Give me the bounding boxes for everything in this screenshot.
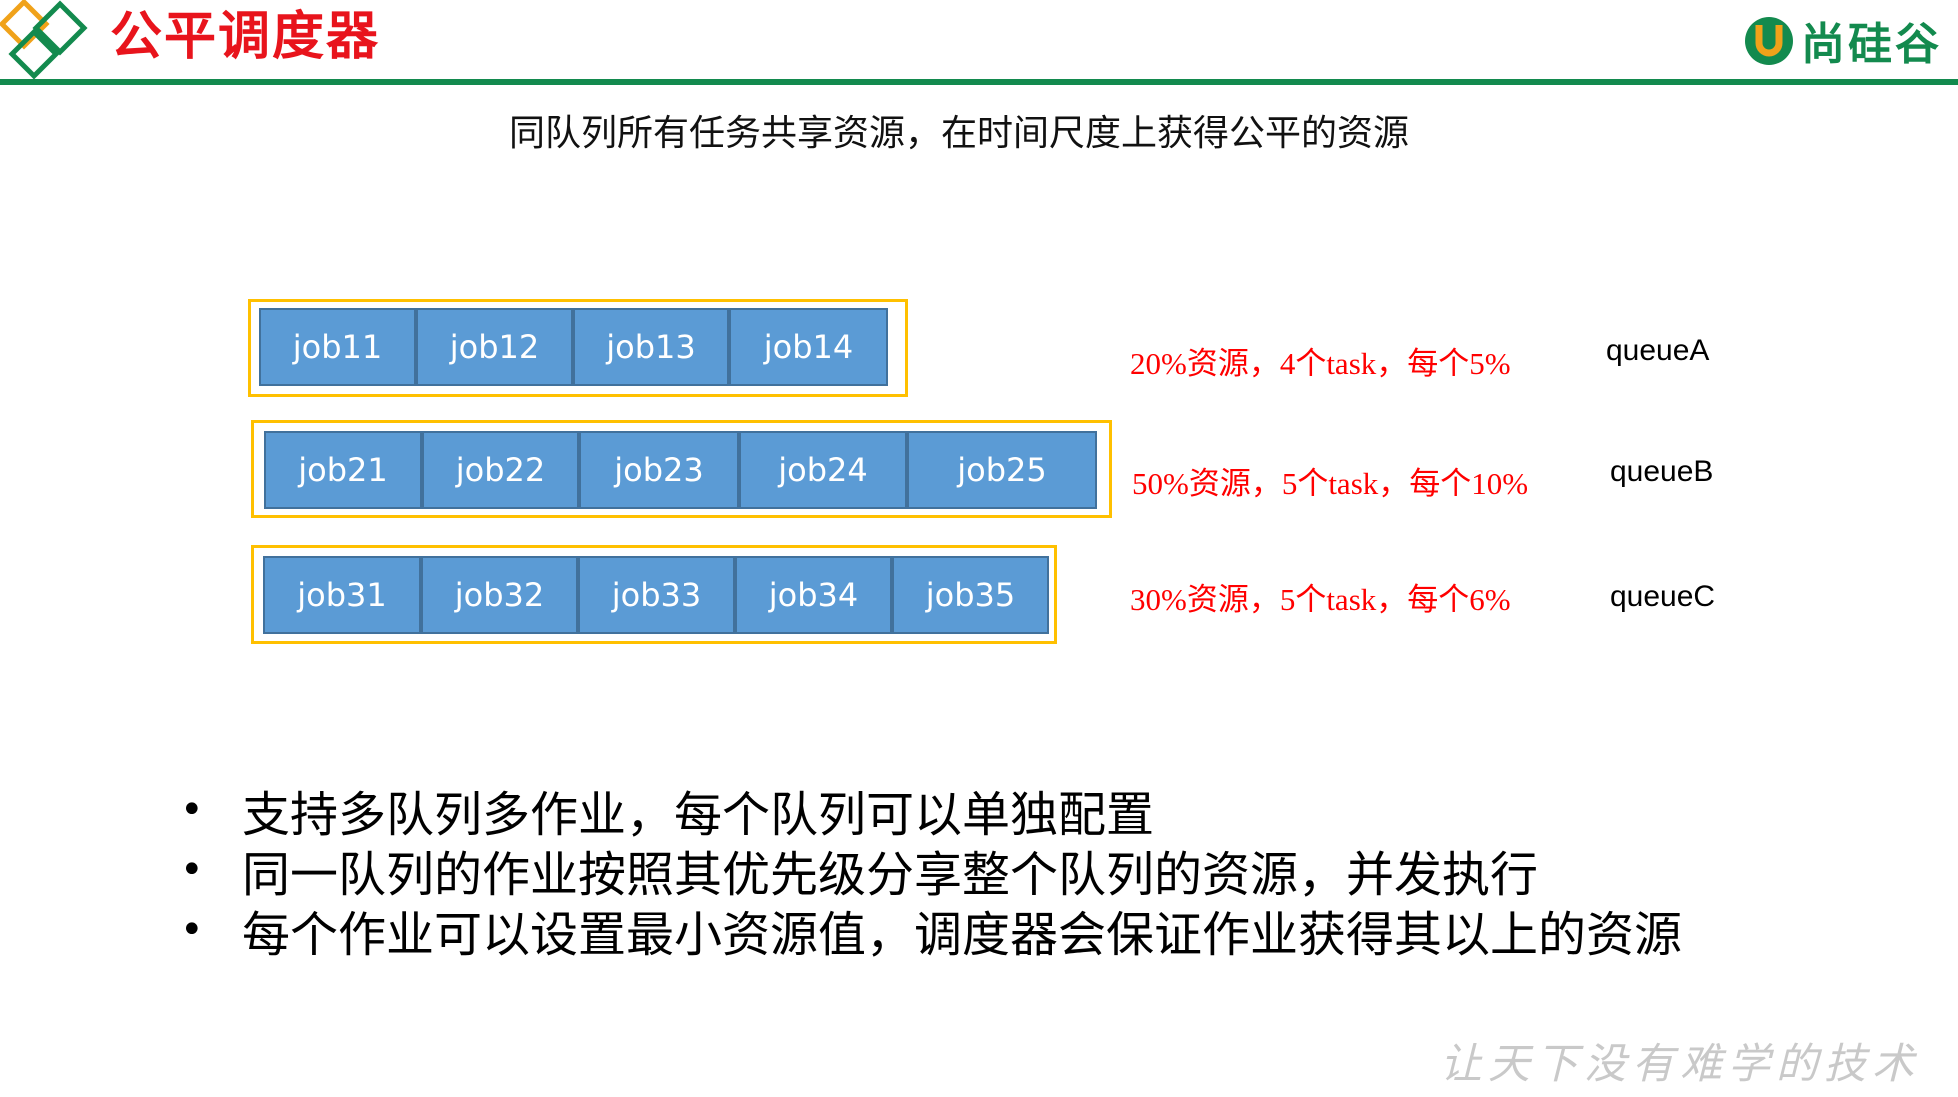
slogan: 让天下没有难学的技术 bbox=[1439, 1039, 1920, 1088]
job-row-b: job21 job22 job23 job24 job25 bbox=[264, 431, 1097, 509]
job-box: job33 bbox=[578, 556, 735, 634]
job-box: job21 bbox=[264, 431, 422, 509]
queue-allocation-b: 50%资源，5个task，每个10% bbox=[1132, 466, 1529, 501]
job-box: job12 bbox=[416, 308, 573, 386]
job-box: job24 bbox=[739, 431, 907, 509]
brand-u-icon bbox=[1745, 17, 1793, 65]
job-box: job22 bbox=[422, 431, 579, 509]
queue-name-b: queueB bbox=[1610, 455, 1714, 488]
list-item-text: 同一队列的作业按照其优先级分享整个队列的资源，并发执行 bbox=[242, 847, 1539, 903]
diamond-logo-icon bbox=[0, 0, 88, 80]
job-row-a: job11 job12 job13 job14 bbox=[259, 308, 888, 386]
bullet-icon: • bbox=[180, 907, 204, 953]
job-box: job23 bbox=[579, 431, 739, 509]
queue-name-c: queueC bbox=[1610, 580, 1716, 613]
brand: 尚硅谷 bbox=[1743, 10, 1942, 70]
job-box: job32 bbox=[421, 556, 578, 634]
job-box: job25 bbox=[907, 431, 1097, 509]
queue-name-a: queueA bbox=[1606, 334, 1710, 367]
subtitle: 同队列所有任务共享资源，在时间尺度上获得公平的资源 bbox=[508, 113, 1409, 154]
header-divider bbox=[0, 79, 1958, 85]
feature-list: • 支持多队列多作业，每个队列可以单独配置 • 同一队列的作业按照其优先级分享整个队… bbox=[180, 780, 1682, 963]
list-item-text: 每个作业可以设置最小资源值，调度器会保证作业获得其以上的资源 bbox=[242, 907, 1683, 963]
queue-allocation-c: 30%资源，5个task，每个6% bbox=[1130, 582, 1511, 617]
job-box: job31 bbox=[263, 556, 421, 634]
list-item: • 每个作业可以设置最小资源值，调度器会保证作业获得其以上的资源 bbox=[180, 900, 1682, 963]
list-item: • 同一队列的作业按照其优先级分享整个队列的资源，并发执行 bbox=[180, 840, 1682, 903]
list-item-text: 支持多队列多作业，每个队列可以单独配置 bbox=[242, 787, 1155, 843]
page-title: 公平调度器 bbox=[110, 7, 381, 67]
job-box: job34 bbox=[735, 556, 892, 634]
bullet-icon: • bbox=[180, 847, 204, 893]
bullet-icon: • bbox=[180, 787, 204, 833]
queue-frame-a bbox=[248, 299, 908, 397]
queue-frame-c bbox=[251, 545, 1057, 644]
list-item: • 支持多队列多作业，每个队列可以单独配置 bbox=[180, 780, 1682, 843]
header: 公平调度器 尚硅谷 bbox=[0, 0, 1958, 90]
job-box: job13 bbox=[573, 308, 729, 386]
queue-frame-b bbox=[251, 420, 1112, 518]
job-box: job35 bbox=[892, 556, 1049, 634]
job-box: job14 bbox=[729, 308, 888, 386]
job-row-c: job31 job32 job33 job34 job35 bbox=[263, 556, 1049, 634]
job-box: job11 bbox=[259, 308, 416, 386]
brand-name: 尚硅谷 bbox=[1801, 19, 1942, 70]
queue-allocation-a: 20%资源，4个task，每个5% bbox=[1130, 346, 1511, 381]
